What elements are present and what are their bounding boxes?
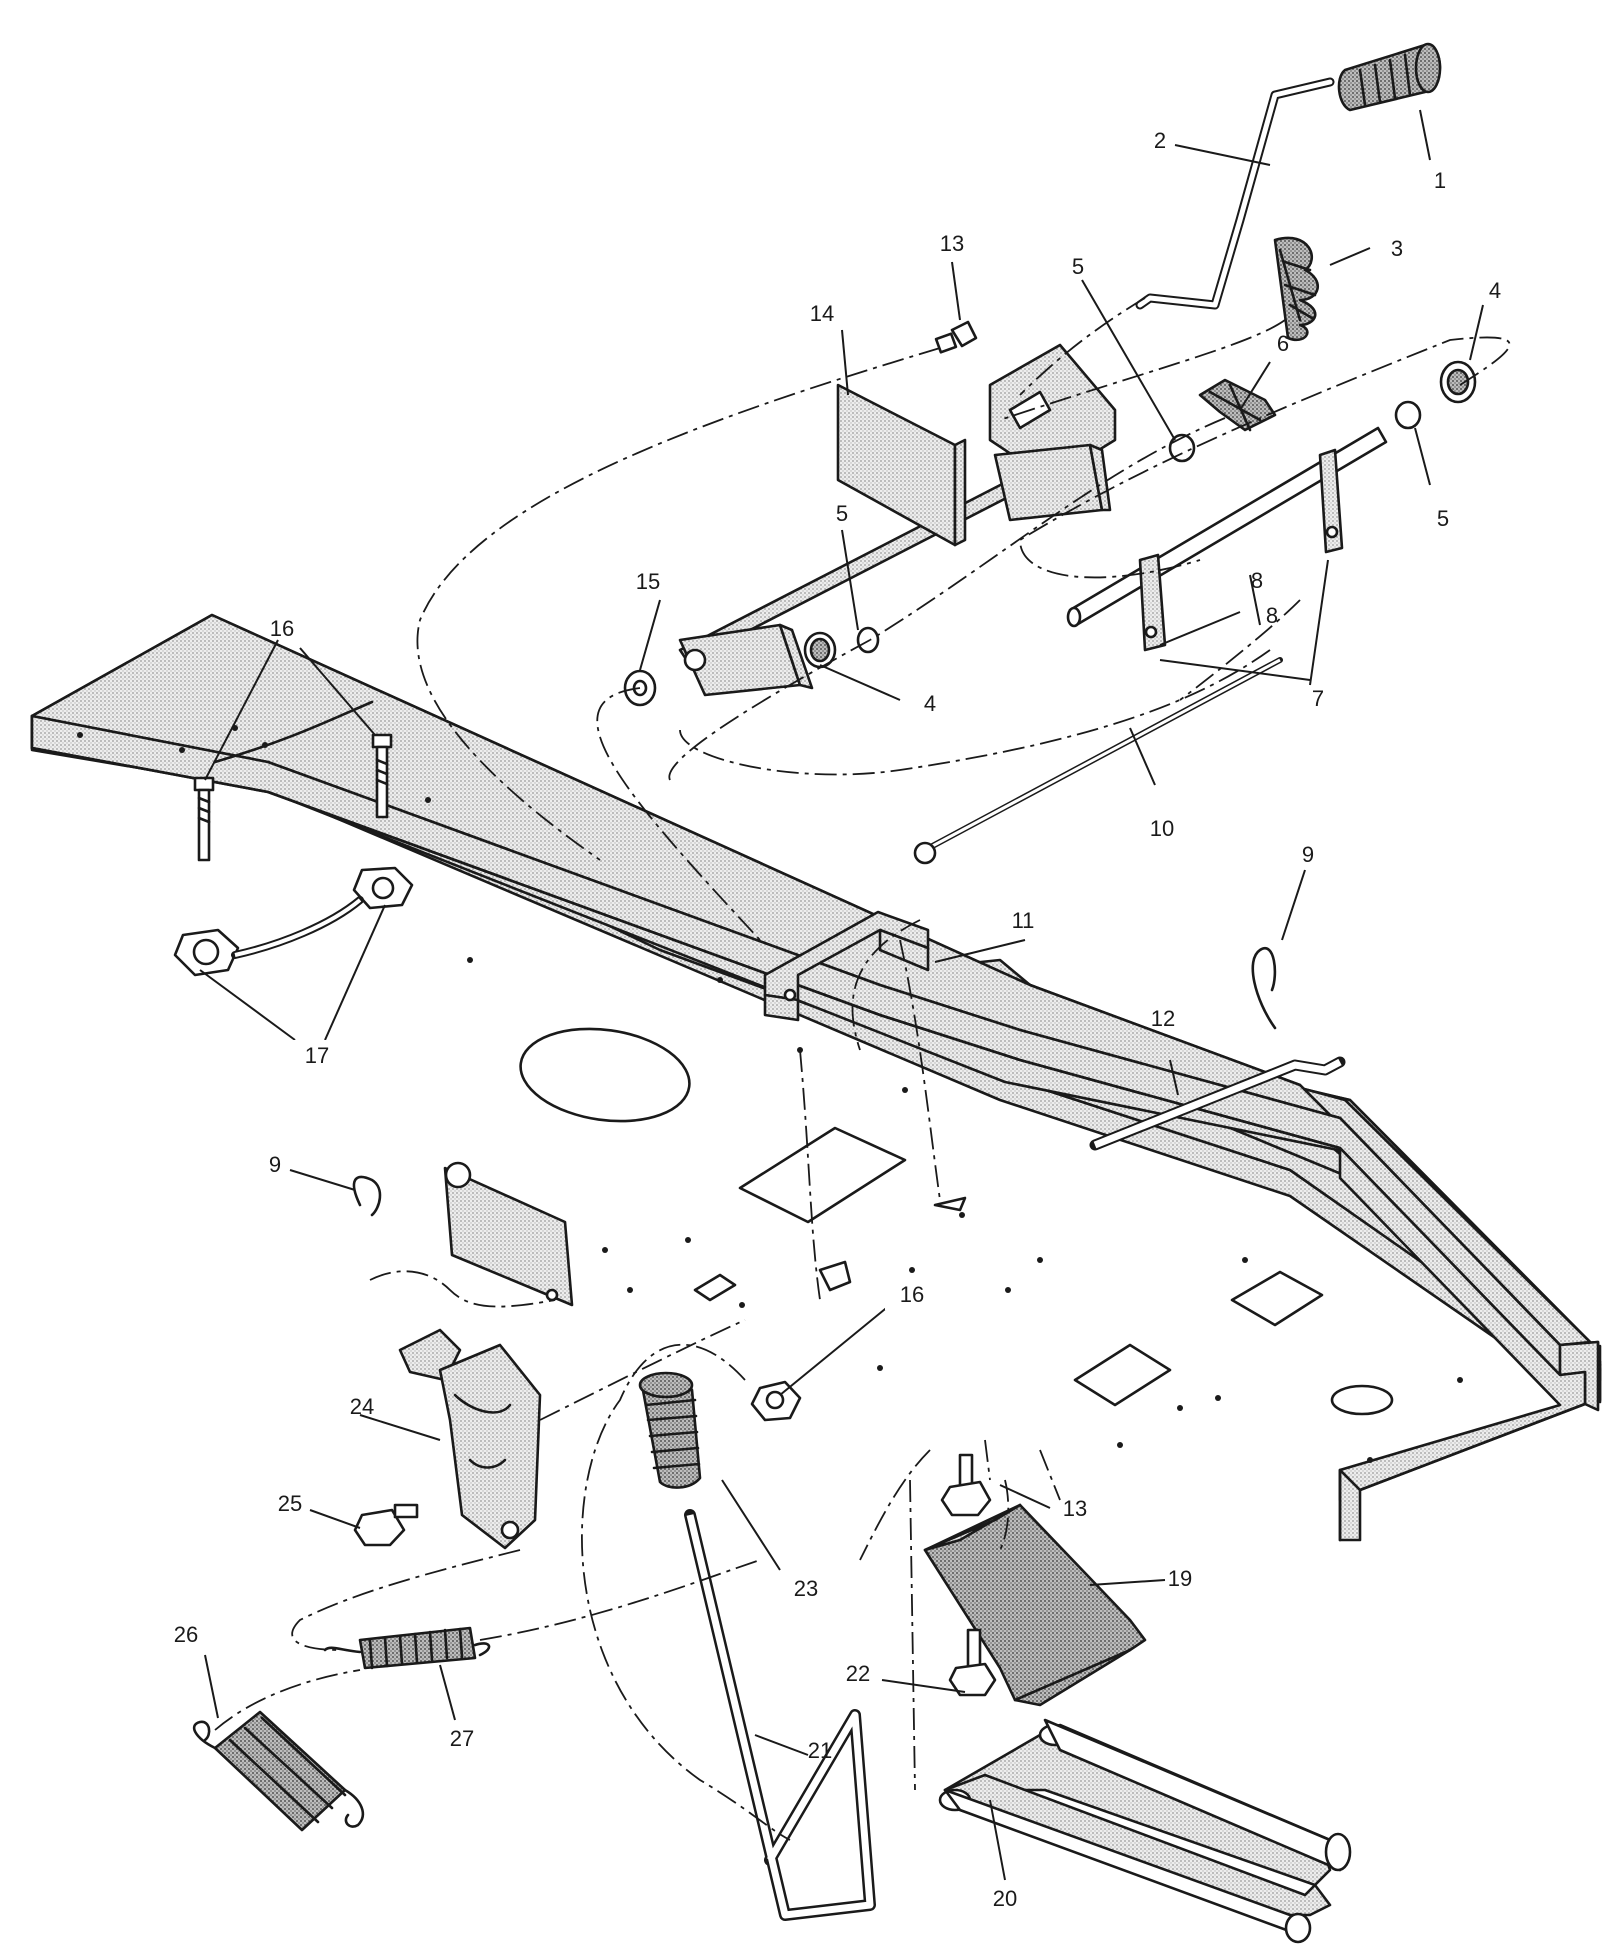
clip-6 bbox=[1198, 378, 1277, 432]
hair-pin-9-top bbox=[1251, 946, 1277, 1030]
pedal-plate-20 bbox=[938, 1718, 1352, 1944]
callout-21: 21 bbox=[808, 1738, 832, 1763]
rect-opening-2 bbox=[1073, 1343, 1172, 1407]
rod-10 bbox=[913, 657, 1283, 865]
callout-labels: 1 2 3 4 4 5 5 5 6 7 8 8 9 9 10 11 12 13 … bbox=[174, 128, 1501, 1911]
rect-opening-3 bbox=[1230, 1270, 1324, 1327]
callout-12: 12 bbox=[1151, 1006, 1175, 1031]
callout-8: 8 bbox=[1251, 568, 1263, 593]
callout-3: 3 bbox=[1391, 236, 1403, 261]
mounting-bracket bbox=[836, 383, 957, 547]
callout-22: 22 bbox=[846, 1661, 870, 1686]
callout-8: 8 bbox=[1266, 603, 1278, 628]
callout-4: 4 bbox=[1489, 278, 1501, 303]
callout-20: 20 bbox=[993, 1886, 1017, 1911]
bracket-24 bbox=[398, 1328, 542, 1550]
round-opening-small bbox=[1330, 1384, 1394, 1416]
leader-lines bbox=[199, 109, 1484, 1881]
callout-7: 7 bbox=[1312, 686, 1324, 711]
bolt-13-top bbox=[934, 320, 978, 354]
callout-14: 14 bbox=[810, 301, 834, 326]
pedal-shaft-assembly bbox=[623, 42, 1477, 865]
callout-17: 17 bbox=[305, 1043, 329, 1068]
bolt-13-lower bbox=[940, 1453, 992, 1517]
callout-19: 19 bbox=[1168, 1566, 1192, 1591]
spring-26 bbox=[192, 1710, 365, 1832]
callout-11: 11 bbox=[1012, 908, 1035, 933]
bolt-22 bbox=[948, 1628, 997, 1697]
callout-1: 1 bbox=[1434, 168, 1446, 193]
frame-plate bbox=[30, 714, 1602, 1404]
round-opening bbox=[519, 1027, 691, 1123]
frame-top-surface bbox=[30, 613, 1600, 1542]
pedal-grip-1 bbox=[1337, 42, 1442, 112]
assembly-lines bbox=[214, 297, 1511, 1841]
washer-5a bbox=[856, 626, 880, 654]
shaft-8 bbox=[1066, 426, 1388, 652]
callout-16: 16 bbox=[270, 616, 294, 641]
callout-5: 5 bbox=[1072, 254, 1084, 279]
callout-25: 25 bbox=[278, 1491, 302, 1516]
side-plate bbox=[443, 1161, 574, 1307]
pedal-pad-19 bbox=[923, 1503, 1147, 1707]
callout-24: 24 bbox=[350, 1394, 374, 1419]
pivot-bracket bbox=[993, 443, 1104, 522]
washer-5c bbox=[1394, 400, 1422, 430]
rod-12 bbox=[1089, 1056, 1346, 1151]
spring-23 bbox=[638, 1371, 702, 1489]
callout-9: 9 bbox=[1302, 842, 1314, 867]
callout-2: 2 bbox=[1154, 128, 1166, 153]
callout-23: 23 bbox=[794, 1576, 818, 1601]
callout-9: 9 bbox=[269, 1152, 281, 1177]
nuts-17 bbox=[173, 866, 414, 977]
hair-pin-9-left bbox=[352, 1175, 382, 1217]
callout-13: 13 bbox=[940, 231, 964, 256]
callout-5: 5 bbox=[836, 501, 848, 526]
callout-26: 26 bbox=[174, 1622, 198, 1647]
callout-16: 16 bbox=[900, 1282, 924, 1307]
spring-3 bbox=[1273, 236, 1319, 341]
callout-10: 10 bbox=[1150, 816, 1174, 841]
callout-13: 13 bbox=[1063, 1496, 1087, 1521]
frame-holes bbox=[77, 700, 1463, 1463]
bracket-11 bbox=[763, 910, 930, 1022]
spring-27 bbox=[323, 1626, 491, 1670]
bolt-25 bbox=[353, 1503, 419, 1547]
callout-6: 6 bbox=[1277, 331, 1289, 356]
callout-5: 5 bbox=[1437, 506, 1449, 531]
callout-4: 4 bbox=[924, 691, 936, 716]
rect-opening-1 bbox=[738, 1126, 907, 1224]
pedal-rod-21 bbox=[684, 1509, 876, 1921]
bolts-16-top bbox=[193, 733, 393, 862]
callout-27: 27 bbox=[450, 1726, 474, 1751]
callout-15: 15 bbox=[636, 569, 660, 594]
nut-16-lower bbox=[750, 1380, 802, 1422]
